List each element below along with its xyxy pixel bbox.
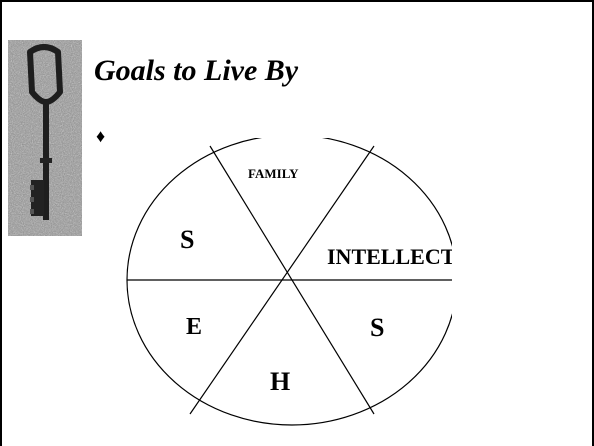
segment-label-family: FAMILY: [248, 166, 299, 181]
segment-label-intellect: INTELLECT: [327, 244, 452, 269]
antique-key-icon: [8, 40, 82, 236]
segment-label-s-left: S: [180, 225, 194, 254]
segment-label-s-right: S: [370, 313, 384, 342]
bullet-marker: ♦: [96, 126, 105, 147]
slide-title: Goals to Live By: [94, 54, 298, 88]
segment-label-e: E: [186, 314, 202, 340]
segment-label-h: H: [270, 367, 290, 396]
goals-wheel: FAMILY INTELLECT S H E S: [112, 138, 452, 438]
